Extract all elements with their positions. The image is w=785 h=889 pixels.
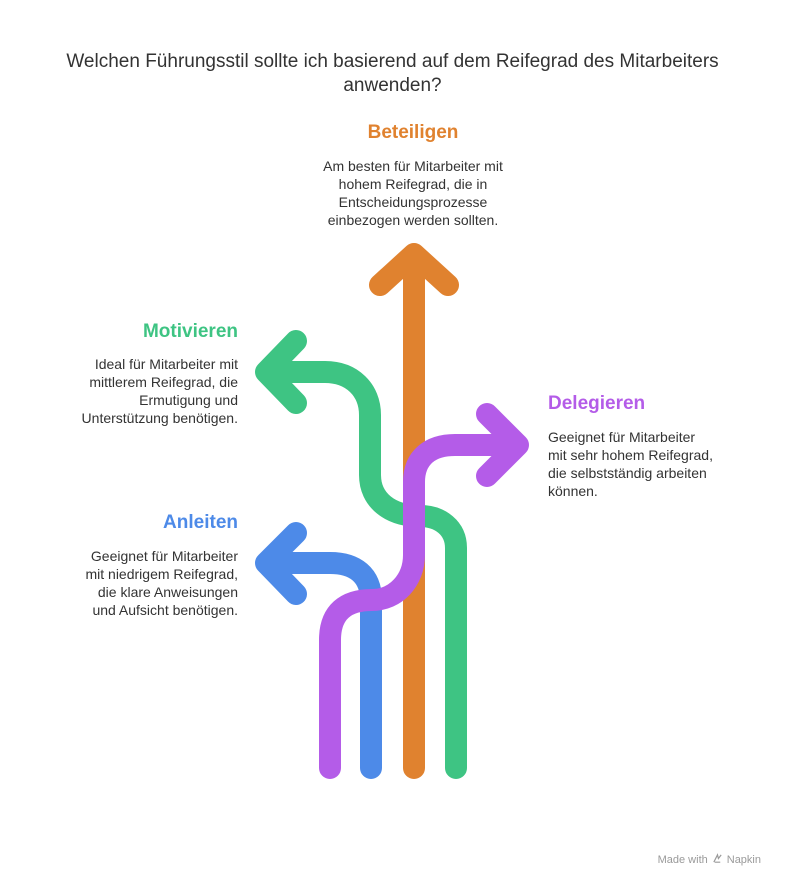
anleiten-arrow xyxy=(255,522,382,779)
made-with-credit: Made with Napkin xyxy=(658,853,761,867)
beteiligen-desc-line: Entscheidungsprozesse xyxy=(338,194,488,210)
delegieren-desc-line: können. xyxy=(548,483,598,499)
credit-brand: Napkin xyxy=(726,854,761,866)
anleiten-desc-line: mit niedrigem Reifegrad, xyxy=(85,566,238,582)
napkin-logo-icon xyxy=(712,853,723,867)
beteiligen-desc-line: Am besten für Mitarbeiter mit xyxy=(323,158,503,174)
delegieren-heading: Delegieren xyxy=(548,393,646,414)
motivieren-desc-line: Unterstützung benötigen. xyxy=(81,410,238,426)
motivieren-desc-line: mittlerem Reifegrad, die xyxy=(89,374,238,390)
anleiten-heading: Anleiten xyxy=(163,512,238,533)
motivieren-desc-line: Ermutigung und xyxy=(139,392,238,408)
delegieren-desc-line: die selbstständig arbeiten xyxy=(548,465,707,481)
motivieren-desc-line: Ideal für Mitarbeiter mit xyxy=(94,356,238,372)
beteiligen-heading: Beteiligen xyxy=(367,122,459,143)
beteiligen-desc-line: einbezogen werden sollten. xyxy=(327,212,499,228)
credit-text: Made with xyxy=(657,854,708,866)
motivieren-description: Ideal für Mitarbeiter mit mittlerem Reif… xyxy=(40,355,238,427)
delegieren-desc-line: Geeignet für Mitarbeiter xyxy=(548,429,696,445)
motivieren-arrow xyxy=(255,330,467,779)
diagram-title: Welchen Führungsstil sollte ich basieren… xyxy=(66,51,719,96)
anleiten-desc-line: die klare Anweisungen xyxy=(97,584,238,600)
delegieren-desc-line: mit sehr hohem Reifegrad, xyxy=(548,447,713,463)
motivieren-heading: Motivieren xyxy=(142,321,238,342)
anleiten-desc-line: und Aufsicht benötigen. xyxy=(92,602,238,618)
beteiligen-description: Am besten für Mitarbeiter mit hohem Reif… xyxy=(290,157,536,229)
anleiten-description: Geeignet für Mitarbeiter mit niedrigem R… xyxy=(40,547,238,619)
beteiligen-desc-line: hohem Reifegrad, die in xyxy=(338,176,488,192)
delegieren-arrow xyxy=(319,403,529,779)
delegieren-description: Geeignet für Mitarbeiter mit sehr hohem … xyxy=(548,428,758,500)
anleiten-desc-line: Geeignet für Mitarbeiter xyxy=(90,548,238,564)
